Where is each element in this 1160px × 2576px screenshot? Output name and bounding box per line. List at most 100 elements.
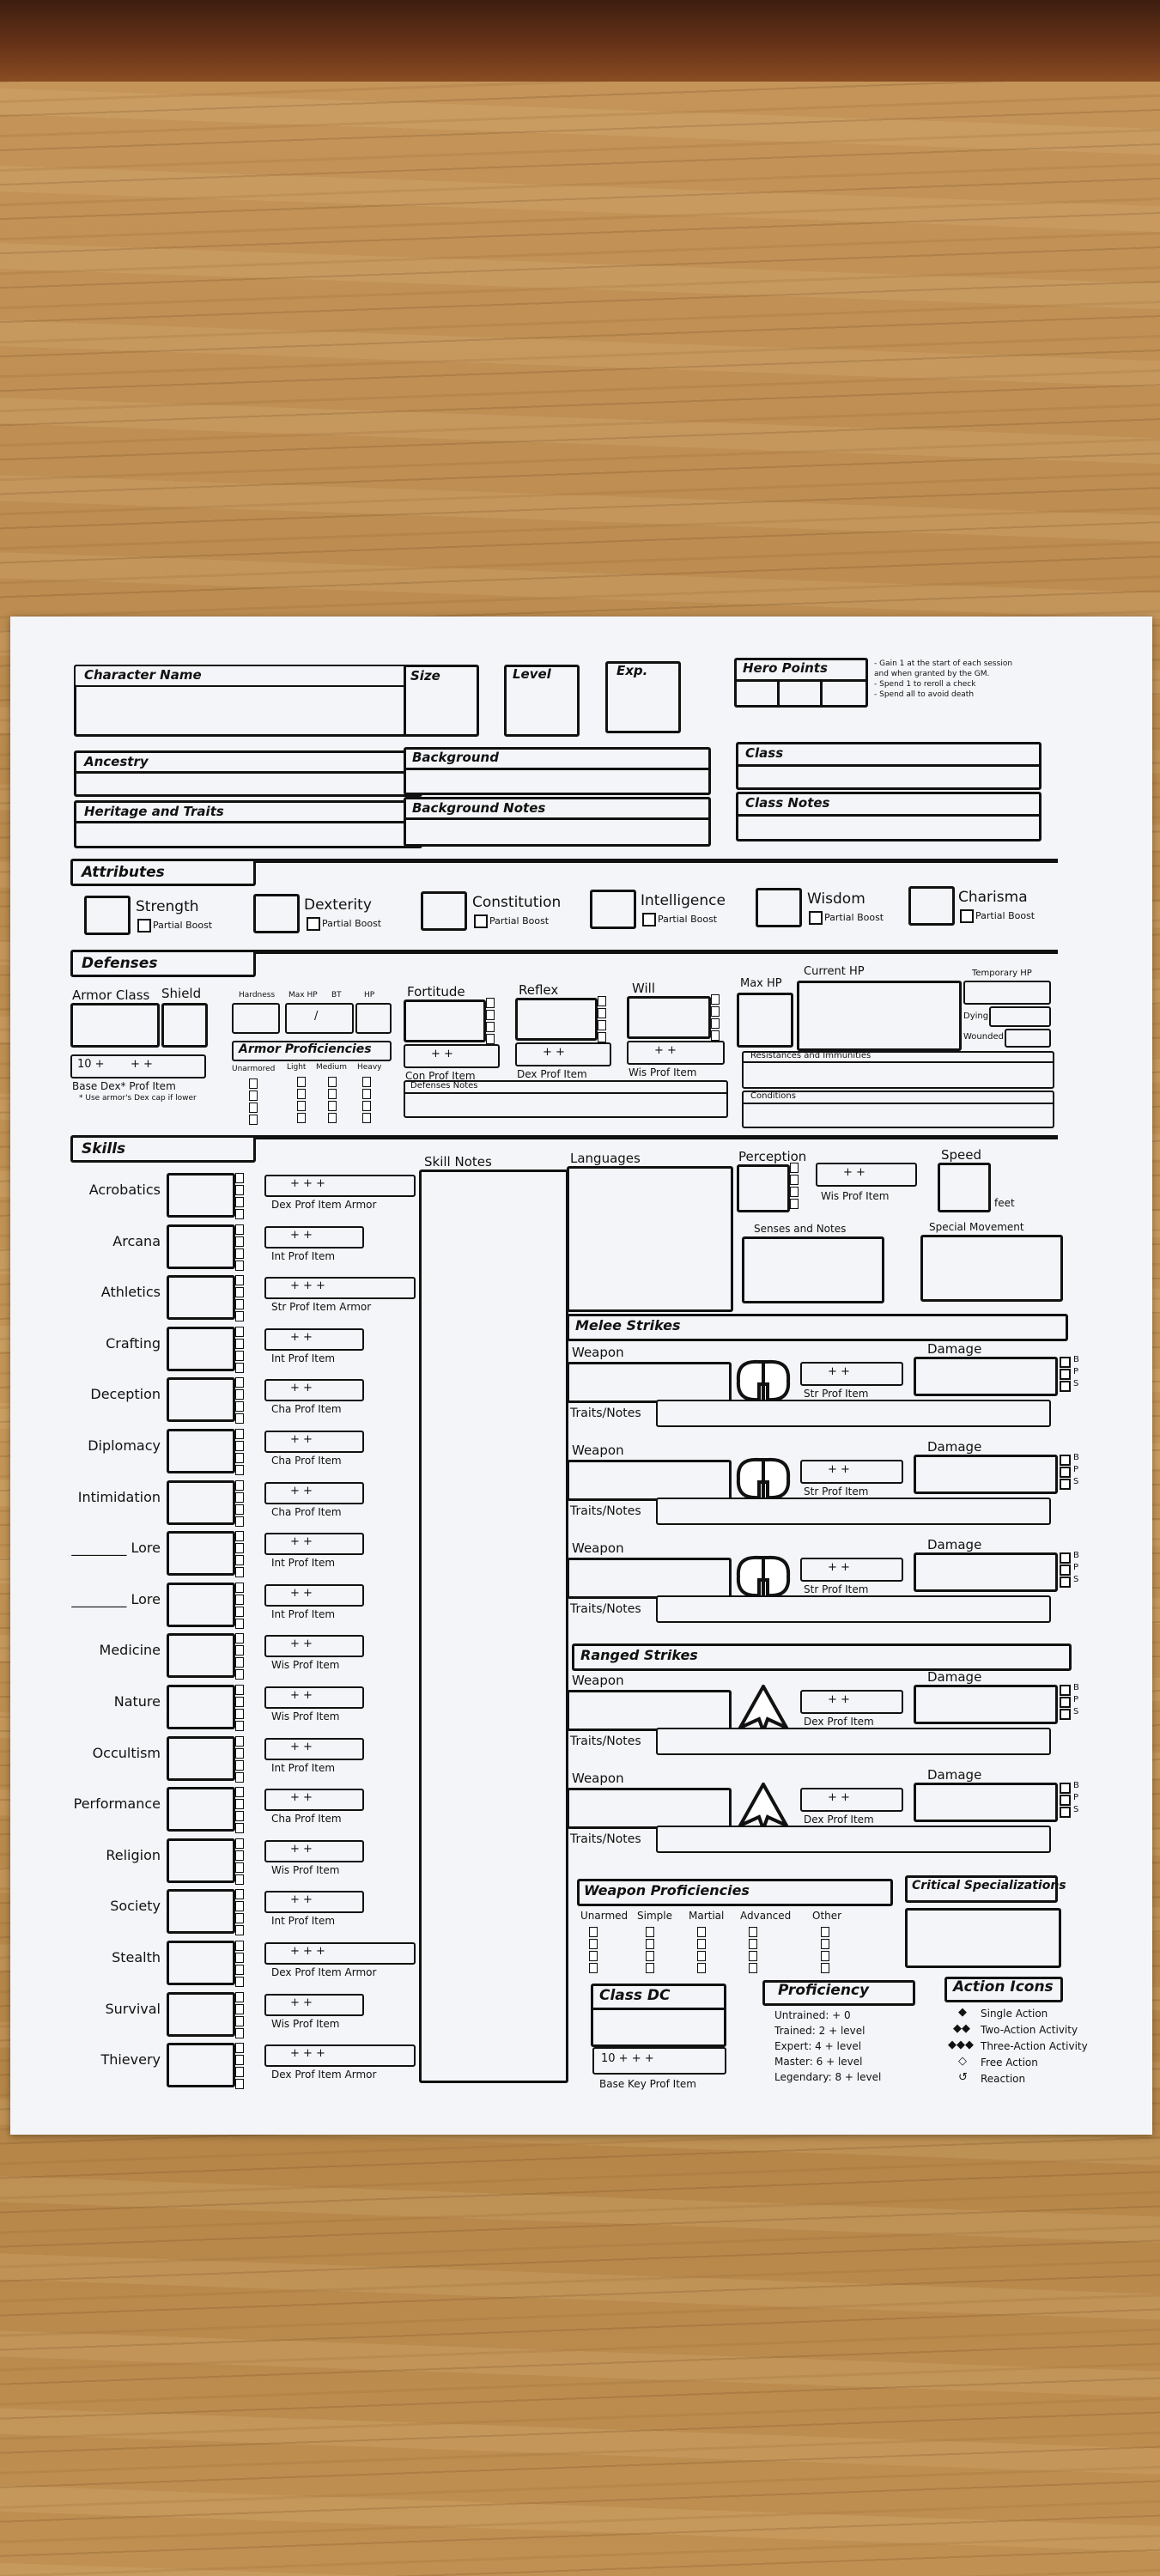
wisdom-score[interactable]	[756, 888, 802, 927]
skill-breakdown[interactable]	[264, 1789, 364, 1812]
damage-box[interactable]	[914, 1455, 1058, 1494]
skill-modifier-box[interactable]	[167, 1326, 235, 1371]
reflex-tem-pips[interactable]	[598, 996, 606, 1044]
skill-breakdown[interactable]	[264, 1891, 364, 1914]
class-dc-box[interactable]	[591, 2008, 726, 2047]
exp-box[interactable]	[605, 661, 681, 733]
strength-partial-boost[interactable]	[137, 919, 151, 933]
damage-type-checkbox[interactable]	[1060, 1709, 1071, 1720]
strength-score[interactable]	[84, 896, 131, 935]
heritage-box[interactable]	[74, 800, 422, 848]
skill-tem-pips[interactable]	[235, 1991, 244, 2040]
skill-tem-pips[interactable]	[235, 1479, 244, 1528]
damage-type-checkbox[interactable]	[1060, 1795, 1071, 1806]
fortitude-breakdown[interactable]	[404, 1044, 500, 1068]
heavy-tem-pips[interactable]	[362, 1077, 371, 1125]
special-movement-box[interactable]	[920, 1235, 1063, 1302]
skill-tem-pips[interactable]	[235, 1838, 244, 1886]
class-notes-box[interactable]	[736, 792, 1042, 841]
strike-attack-breakdown[interactable]	[800, 1788, 903, 1812]
damage-type-checkbox[interactable]	[1060, 1564, 1071, 1576]
weapon-name-box[interactable]	[567, 1460, 732, 1501]
skill-modifier-box[interactable]	[167, 1224, 235, 1269]
damage-type-checkbox[interactable]	[1060, 1479, 1071, 1490]
temporary-hp-box[interactable]	[963, 981, 1051, 1005]
skill-breakdown[interactable]	[264, 1993, 364, 2016]
conditions-box[interactable]	[742, 1091, 1054, 1128]
damage-type-checkbox[interactable]	[1060, 1455, 1071, 1466]
intelligence-score[interactable]	[590, 890, 636, 929]
skill-modifier-box[interactable]	[167, 1531, 235, 1577]
skill-breakdown[interactable]	[264, 2044, 416, 2068]
defenses-notes-box[interactable]	[404, 1080, 728, 1118]
skill-tem-pips[interactable]	[235, 1633, 244, 1681]
weapon-name-box[interactable]	[567, 1362, 732, 1403]
skill-modifier-box[interactable]	[167, 1429, 235, 1473]
strike-attack-breakdown[interactable]	[800, 1362, 903, 1386]
skill-breakdown[interactable]	[264, 1839, 364, 1862]
senses-box[interactable]	[742, 1236, 884, 1303]
skill-breakdown[interactable]	[264, 1431, 364, 1453]
skill-modifier-box[interactable]	[167, 1889, 235, 1935]
damage-box[interactable]	[914, 1552, 1058, 1592]
size-box[interactable]	[404, 665, 479, 737]
skill-tem-pips[interactable]	[235, 2043, 244, 2091]
class-dc-breakdown[interactable]	[592, 2047, 726, 2075]
skill-modifier-box[interactable]	[167, 1941, 235, 1985]
skill-breakdown[interactable]	[264, 1327, 364, 1351]
hp-shield-box[interactable]	[355, 1003, 392, 1034]
skill-tem-pips[interactable]	[235, 1582, 244, 1631]
shield-box[interactable]	[161, 1003, 208, 1048]
medium-tem-pips[interactable]	[328, 1077, 337, 1125]
dexterity-score[interactable]	[253, 894, 300, 933]
ancestry-box[interactable]	[74, 750, 422, 797]
traits-notes-box[interactable]	[656, 1595, 1051, 1623]
skill-tem-pips[interactable]	[235, 1377, 244, 1425]
damage-type-checkbox[interactable]	[1060, 1369, 1071, 1380]
reflex-box[interactable]	[515, 998, 598, 1041]
weapon-name-box[interactable]	[567, 1788, 732, 1829]
current-hp-box[interactable]	[797, 981, 962, 1051]
skill-tem-pips[interactable]	[235, 1275, 244, 1323]
skill-tem-pips[interactable]	[235, 1326, 244, 1375]
skill-modifier-box[interactable]	[167, 1377, 235, 1423]
perception-tem-pips[interactable]	[790, 1163, 799, 1211]
constitution-score[interactable]	[421, 891, 467, 931]
skill-modifier-box[interactable]	[167, 1787, 235, 1832]
fortitude-box[interactable]	[404, 999, 486, 1042]
traits-notes-box[interactable]	[656, 1826, 1051, 1853]
damage-type-checkbox[interactable]	[1060, 1577, 1071, 1588]
skill-tem-pips[interactable]	[235, 1787, 244, 1835]
damage-type-checkbox[interactable]	[1060, 1783, 1071, 1794]
ac-breakdown[interactable]	[70, 1054, 206, 1078]
skill-breakdown[interactable]	[264, 1635, 364, 1658]
damage-type-checkbox[interactable]	[1060, 1552, 1071, 1564]
traits-notes-box[interactable]	[656, 1728, 1051, 1755]
critical-specializations-box[interactable]	[905, 1908, 1061, 1968]
skill-breakdown[interactable]	[264, 1175, 416, 1197]
wisdom-partial-boost[interactable]	[809, 911, 823, 925]
background-box[interactable]	[404, 747, 711, 795]
strike-attack-breakdown[interactable]	[800, 1460, 903, 1484]
level-box[interactable]	[504, 665, 580, 737]
traits-notes-box[interactable]	[656, 1400, 1051, 1427]
will-breakdown[interactable]	[627, 1041, 725, 1065]
skill-modifier-box[interactable]	[167, 1582, 235, 1627]
wounded-box[interactable]	[1005, 1029, 1051, 1048]
dying-box[interactable]	[989, 1006, 1051, 1027]
skill-breakdown[interactable]	[264, 1277, 416, 1300]
skill-tem-pips[interactable]	[235, 1889, 244, 1937]
strike-attack-breakdown[interactable]	[800, 1558, 903, 1582]
skill-breakdown[interactable]	[264, 1481, 364, 1504]
background-notes-box[interactable]	[404, 797, 711, 847]
damage-type-checkbox[interactable]	[1060, 1357, 1071, 1368]
damage-type-checkbox[interactable]	[1060, 1697, 1071, 1708]
speed-box[interactable]	[938, 1163, 991, 1212]
damage-box[interactable]	[914, 1357, 1058, 1396]
damage-type-checkbox[interactable]	[1060, 1807, 1071, 1818]
damage-box[interactable]	[914, 1685, 1058, 1724]
charisma-partial-boost[interactable]	[960, 909, 974, 923]
damage-box[interactable]	[914, 1783, 1058, 1822]
skill-breakdown[interactable]	[264, 1942, 416, 1965]
unarmored-tem-pips[interactable]	[249, 1078, 258, 1127]
